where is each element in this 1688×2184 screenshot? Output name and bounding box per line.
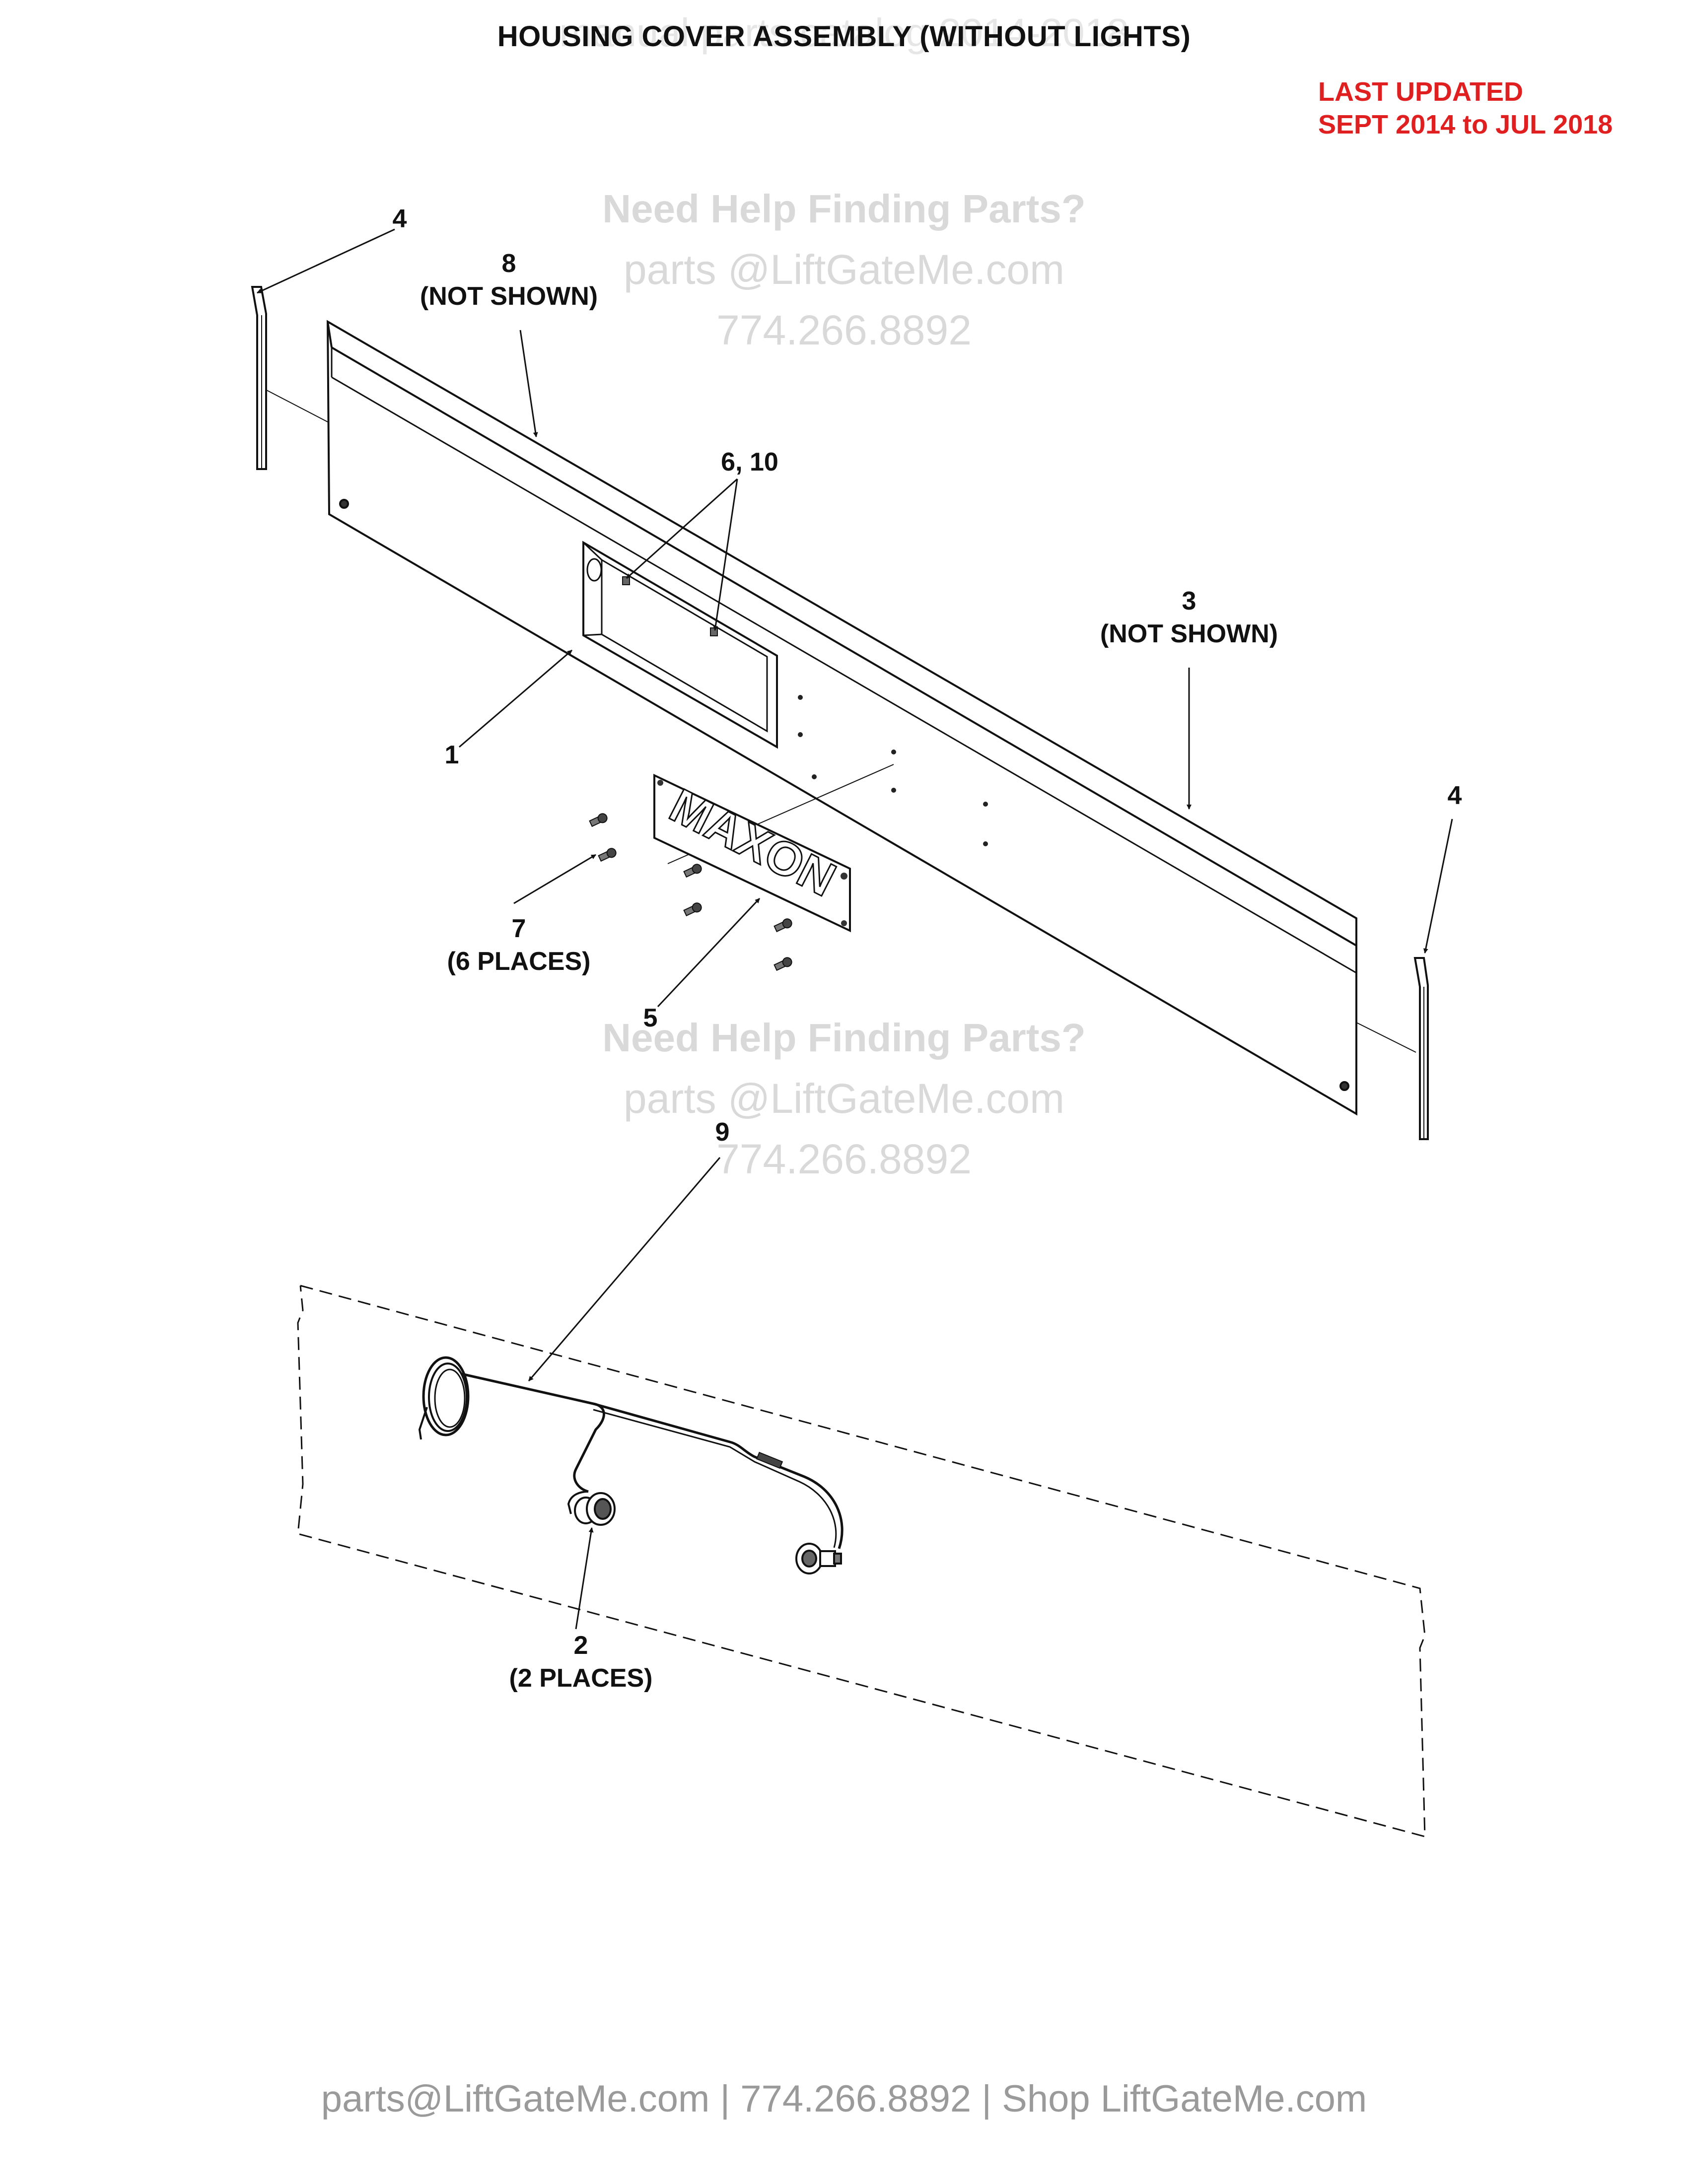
callout-note: (6 PLACES) — [447, 947, 591, 976]
last-updated-range: SEPT 2014 to JUL 2018 — [1318, 110, 1613, 139]
callout-number: 2 — [573, 1631, 588, 1660]
light-connector-plug — [574, 1492, 616, 1526]
callout-2: 2 (2 PLACES) — [487, 1629, 675, 1695]
panel-window-recess — [582, 541, 778, 749]
housing-cover-panel — [326, 320, 1357, 1116]
last-updated-label: LAST UPDATED — [1318, 77, 1523, 107]
harness-end-connector — [795, 1543, 842, 1574]
help-heading: Need Help Finding Parts? — [602, 187, 1086, 231]
callout-number: 5 — [643, 1004, 658, 1032]
callout-9: 9 — [703, 1116, 742, 1149]
help-watermark-top: Need Help Finding Parts? parts @LiftGate… — [0, 179, 1688, 360]
panel-mounting-holes — [798, 695, 988, 846]
callout-number: 4 — [1447, 781, 1462, 810]
callout-number: 7 — [511, 914, 526, 943]
callout-note: (NOT SHOWN) — [1100, 619, 1278, 648]
wiring-harness-boundary — [297, 1285, 1426, 1838]
footer-contact: parts@LiftGateMe.com | 774.266.8892 | Sh… — [321, 2078, 1367, 2120]
callout-4-right: 4 — [1435, 779, 1475, 812]
background-watermark-title: manual parts catalog 2014-2018 — [559, 10, 1129, 55]
callout-note: (2 PLACES) — [509, 1664, 653, 1693]
assembly-line-right — [1356, 1022, 1416, 1053]
callout-number: 3 — [1182, 587, 1196, 615]
callout-note: (NOT SHOWN) — [420, 282, 598, 311]
callout-7: 7 (6 PLACES) — [420, 912, 618, 978]
callout-leaders — [257, 228, 1453, 1630]
help-watermark-middle: Need Help Finding Parts? parts @LiftGate… — [0, 1008, 1688, 1189]
callout-5: 5 — [631, 1002, 670, 1034]
side-bracket-left — [251, 286, 267, 470]
last-updated-note: LAST UPDATED SEPT 2014 to JUL 2018 — [1318, 75, 1613, 141]
callout-6-10: 6, 10 — [710, 446, 789, 478]
side-bracket-right — [1413, 957, 1429, 1140]
callout-8: 8 (NOT SHOWN) — [402, 247, 616, 313]
callout-4-left: 4 — [377, 203, 422, 235]
callout-number: 9 — [715, 1118, 730, 1147]
help-heading: Need Help Finding Parts? — [602, 1016, 1086, 1060]
callout-1: 1 — [432, 739, 472, 771]
help-email: parts @LiftGateMe.com — [623, 246, 1065, 293]
help-email: parts @LiftGateMe.com — [623, 1075, 1065, 1122]
callout-number: 4 — [392, 205, 407, 233]
callout-number: 1 — [444, 741, 459, 769]
page-title: HOUSING COVER ASSEMBLY (WITHOUT LIGHTS) — [497, 20, 1191, 53]
rivet-fasteners — [589, 813, 792, 971]
callout-number: 6, 10 — [721, 448, 778, 477]
help-phone: 774.266.8892 — [716, 307, 972, 353]
assembly-line-left — [265, 389, 328, 422]
callout-3: 3 (NOT SHOWN) — [1077, 585, 1301, 650]
wire-harness — [418, 1356, 844, 1549]
callout-number: 8 — [501, 249, 516, 278]
help-phone: 774.266.8892 — [716, 1136, 972, 1182]
